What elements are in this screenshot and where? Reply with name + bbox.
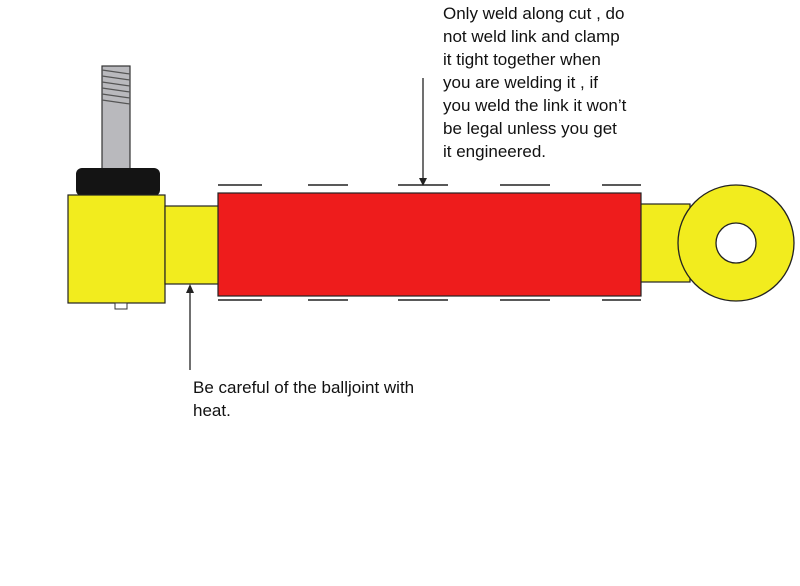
weld-note-line: Only weld along cut , do (443, 4, 625, 23)
lock-nut (76, 168, 160, 196)
weld-note-line: be legal unless you get (443, 119, 617, 138)
balljoint-stub (114, 302, 128, 310)
weld-note-line: you are welding it , if (443, 73, 598, 92)
weld-note-line: it tight together when (443, 50, 601, 69)
weld-note-line: you weld the link it won’t (443, 96, 627, 115)
balljoint-note-line: heat. (193, 401, 231, 420)
red-sleeve (217, 192, 642, 297)
balljoint-note-line: Be careful of the balljoint with (193, 378, 415, 397)
weld-cut-arrow (419, 78, 427, 186)
weld-instruction-note: Only weld along cut , do not weld link a… (443, 2, 626, 163)
weld-note-line: not weld link and clamp (443, 27, 620, 46)
balljoint-housing (67, 194, 166, 304)
balljoint-arrow (186, 284, 194, 370)
eye-end (677, 184, 795, 302)
balljoint-warning-note: Be careful of the balljoint with heat. (193, 376, 414, 422)
weld-note-line: it engineered. (443, 142, 547, 161)
left-link-shaft (164, 205, 221, 285)
threaded-stud (101, 65, 131, 171)
